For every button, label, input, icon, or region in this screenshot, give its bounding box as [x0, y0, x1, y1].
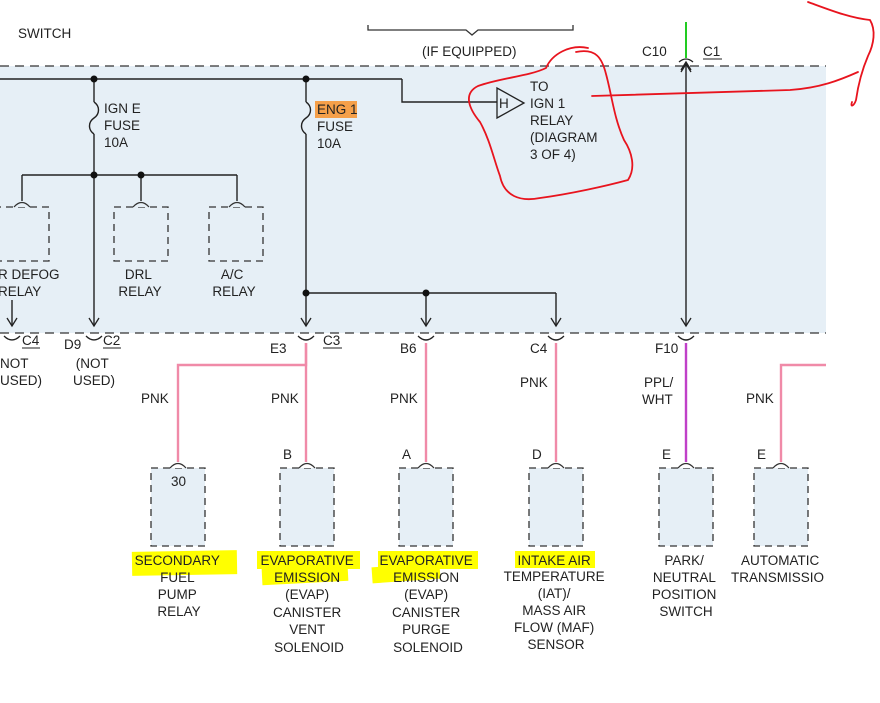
connector-b6: B6	[400, 341, 417, 356]
wire-label-3: PNK	[390, 391, 418, 406]
relay-rear-defog-label: R DEFOG RELAY	[0, 267, 63, 299]
component-boxes	[150, 467, 809, 547]
connector-c4-left: C4	[22, 333, 40, 348]
pin-secondary: 30	[171, 474, 186, 489]
connector-c2: C2	[103, 333, 120, 348]
component-pins	[169, 462, 790, 469]
component-automatic-transmission: AUTOMATIC TRANSMISSIO	[731, 553, 824, 585]
yellow-highlights	[131, 550, 595, 586]
wire-label-6: PNK	[746, 391, 774, 406]
relay-ref-terminal: H	[499, 96, 509, 111]
not-used-d9: (NOT USED)	[73, 356, 115, 388]
pin-trans: E	[757, 447, 766, 462]
component-park-neutral-switch: PARK/ NEUTRAL POSITION SWITCH	[652, 553, 720, 619]
ign-e-fuse-label: IGN E FUSE 10A	[104, 101, 145, 150]
connector-c4: C4	[530, 341, 548, 356]
eng1-highlight	[315, 101, 357, 118]
red-annotations	[468, 1, 875, 200]
relay-ref-triangle	[496, 86, 526, 120]
fuse-block-panel	[0, 66, 826, 333]
if-equipped-bracket	[367, 25, 574, 36]
pin-evap-purge: A	[402, 447, 411, 462]
component-secondary-fuel-pump-relay: SECONDARY FUEL PUMP RELAY	[135, 553, 224, 619]
not-used-left: NOT USED)	[0, 356, 42, 388]
switch-label: SWITCH	[18, 26, 71, 41]
connector-c3: C3	[323, 333, 340, 348]
eng1-fuse-name: ENG 1	[317, 102, 358, 117]
component-iat-maf-sensor: INTAKE AIR TEMPERATURE (IAT)/ MASS AIR F…	[504, 553, 609, 652]
wire-label-5: PPL/ WHT	[642, 375, 677, 407]
component-evap-vent-solenoid: EVAPORATIVE EMISSION (EVAP) CANISTER VEN…	[260, 553, 357, 655]
splice-dots	[90, 75, 430, 297]
pin-park: E	[662, 447, 671, 462]
wire-label-2: PNK	[271, 391, 299, 406]
pink-wires	[176, 343, 826, 462]
connector-d9: D9	[64, 337, 81, 352]
if-equipped-label: (IF EQUIPPED)	[422, 44, 517, 59]
connector-e3: E3	[270, 341, 287, 356]
wire-label-4: PNK	[520, 375, 548, 390]
relay-pins	[13, 201, 246, 208]
pin-evap-vent: B	[283, 447, 292, 462]
connector-c10-label: C10	[642, 44, 667, 59]
relay-ref-text: TO IGN 1 RELAY (DIAGRAM 3 OF 4)	[530, 79, 601, 162]
pin-iat: D	[532, 447, 542, 462]
connector-arrows	[3, 58, 695, 341]
power-bus	[0, 64, 687, 326]
eng1-fuse-label: FUSE 10A	[317, 119, 357, 151]
wire-label-1: PNK	[141, 391, 169, 406]
connector-f10: F10	[655, 341, 678, 356]
component-evap-purge-solenoid: EVAPORATIVE EMISSION (EVAP) CANISTER PUR…	[379, 553, 476, 655]
connector-c1-label: C1	[703, 44, 720, 59]
relay-ac-label: A/C RELAY	[212, 267, 255, 299]
relay-drl-label: DRL RELAY	[118, 267, 161, 299]
